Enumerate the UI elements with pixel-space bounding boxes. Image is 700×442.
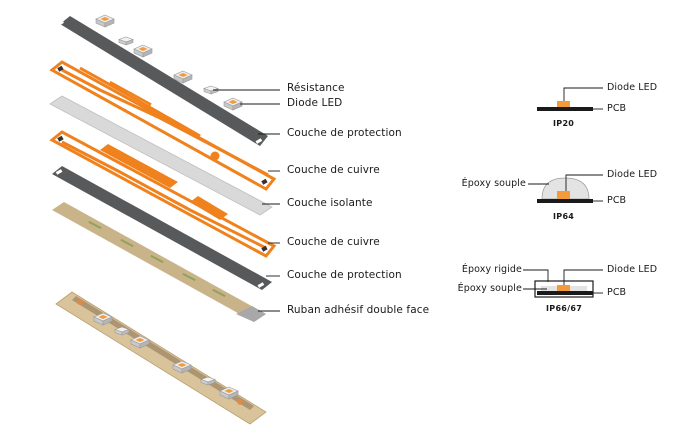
ip20-code: IP20	[553, 119, 575, 128]
leader-lines	[213, 89, 280, 312]
label-tape: Ruban adhésif double face	[287, 304, 430, 316]
ip6667-code: IP66/67	[546, 304, 583, 313]
ip64-pcb-label: PCB	[607, 195, 627, 206]
ip64-led-label: Diode LED	[607, 169, 658, 180]
ip64-section	[528, 174, 603, 203]
ip6667-pcb-label: PCB	[607, 287, 627, 298]
label-insulating: Couche isolante	[287, 197, 373, 209]
layer-protection-top	[57, 16, 268, 146]
led-chip-2	[133, 44, 153, 58]
layer-tape	[52, 202, 266, 322]
label-protection-top: Couche de protection	[287, 127, 402, 139]
components	[95, 14, 243, 111]
led-chip-1	[95, 14, 115, 28]
ip6667-section	[523, 269, 603, 298]
label-protection-bottom: Couche de protection	[287, 269, 402, 281]
led-chip-4	[223, 97, 243, 111]
ip20-led-label: Diode LED	[607, 82, 658, 93]
ip64-code: IP64	[553, 212, 575, 221]
label-copper-top: Couche de cuivre	[287, 164, 380, 176]
layer-protection-bottom	[52, 166, 272, 290]
ip6667-epoxy-soft-label: Époxy souple	[457, 283, 522, 294]
layer-insulating	[49, 95, 273, 216]
label-copper-bottom: Couche de cuivre	[287, 236, 380, 248]
ip64-epoxy-label: Époxy souple	[461, 178, 526, 189]
ip6667-led-label: Diode LED	[607, 264, 658, 275]
ip20-section	[537, 87, 603, 111]
label-led-diode: Diode LED	[287, 97, 343, 109]
assembled-strip	[55, 291, 267, 425]
label-resistor: Résistance	[287, 82, 345, 94]
layer-copper-top	[49, 60, 277, 191]
resistor-chip-1	[118, 36, 134, 46]
layer-copper-bottom	[49, 130, 277, 258]
ip6667-epoxy-rigid-label: Époxy rigide	[461, 264, 522, 275]
ip20-pcb-label: PCB	[607, 103, 627, 114]
